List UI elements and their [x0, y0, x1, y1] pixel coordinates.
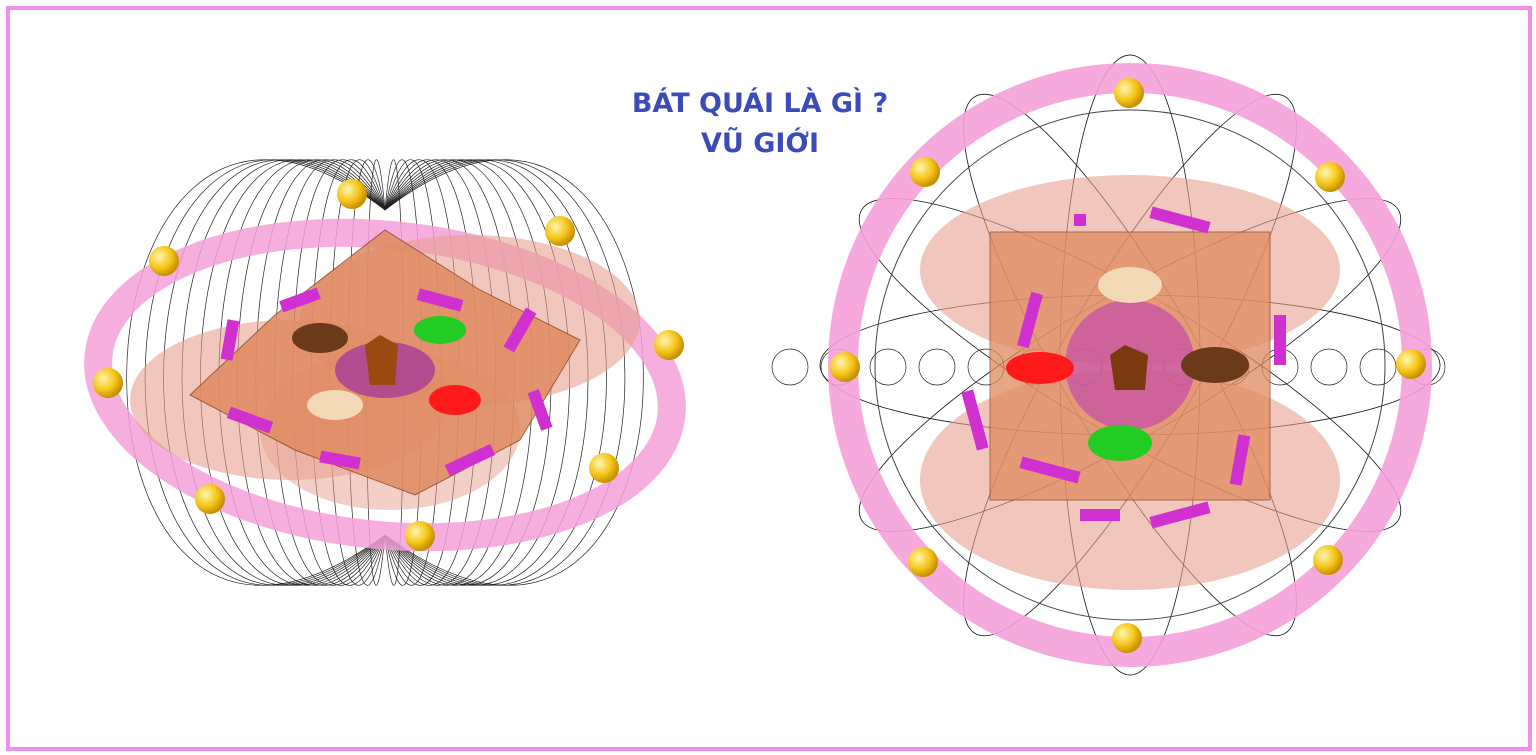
- trigram-bar: [1274, 315, 1286, 365]
- axis-loop: [918, 348, 956, 386]
- yellow-bead: [149, 246, 179, 276]
- yellow-bead: [654, 330, 684, 360]
- trigram-bar: [279, 287, 321, 313]
- yellow-bead: [195, 484, 225, 514]
- turtle-brown: [1181, 347, 1249, 383]
- center-cube: [365, 335, 398, 385]
- trigram-bar: [1017, 291, 1043, 349]
- turtle-cream: [1098, 267, 1162, 303]
- turtle-cream: [307, 390, 363, 420]
- yellow-bead: [337, 179, 367, 209]
- turtle-brown: [292, 323, 348, 353]
- axis-loop: [1310, 348, 1348, 386]
- trigram-bar: [416, 288, 464, 312]
- yellow-bead: [1112, 623, 1142, 653]
- left-figure: [84, 159, 686, 586]
- center-cube: [1110, 345, 1148, 390]
- trigram-bar: [1019, 456, 1081, 484]
- turtle-red: [429, 385, 481, 415]
- trigram-bar: [226, 406, 274, 434]
- right-figure: [771, 54, 1446, 676]
- yellow-bead: [910, 157, 940, 187]
- title: BÁT QUÁI LÀ GÌ ? VŨ GIỚI: [560, 84, 960, 164]
- trigram-bar: [527, 389, 553, 431]
- trigram-bar: [1080, 509, 1120, 521]
- trigram-bar: [220, 319, 240, 361]
- field-line: [384, 159, 644, 586]
- trigram-bar: [961, 389, 989, 451]
- field-line: [384, 159, 626, 586]
- yellow-bead: [1114, 78, 1144, 108]
- yellow-bead: [1313, 545, 1343, 575]
- yellow-bead: [93, 368, 123, 398]
- yellow-bead: [830, 352, 860, 382]
- trigram-bar: [1074, 214, 1086, 226]
- turtle-green: [1088, 425, 1152, 461]
- axis-loop: [771, 348, 809, 386]
- yellow-bead: [589, 453, 619, 483]
- trigram-bar: [319, 450, 361, 470]
- axis-loop: [1359, 348, 1397, 386]
- yellow-bead: [405, 521, 435, 551]
- trigram-bar: [1149, 206, 1211, 234]
- yellow-bead: [1315, 162, 1345, 192]
- title-line-2: VŨ GIỚI: [700, 128, 820, 159]
- yellow-bead: [545, 216, 575, 246]
- trigram-bar: [503, 307, 537, 353]
- title-line-1: BÁT QUÁI LÀ GÌ ?: [631, 88, 889, 119]
- pink-ring: [84, 218, 686, 552]
- trigram-bar: [1229, 434, 1251, 486]
- field-line: [126, 159, 386, 586]
- yellow-bead: [908, 547, 938, 577]
- turtle-red: [1006, 352, 1074, 384]
- inner-ring: [874, 109, 1386, 621]
- field-line: [384, 159, 607, 586]
- trigram-bar: [444, 443, 496, 477]
- axis-loop: [869, 348, 907, 386]
- trigram-bar: [1149, 501, 1211, 529]
- yellow-bead: [1396, 349, 1426, 379]
- turtle-green: [414, 316, 466, 344]
- picture-frame: [6, 6, 1532, 751]
